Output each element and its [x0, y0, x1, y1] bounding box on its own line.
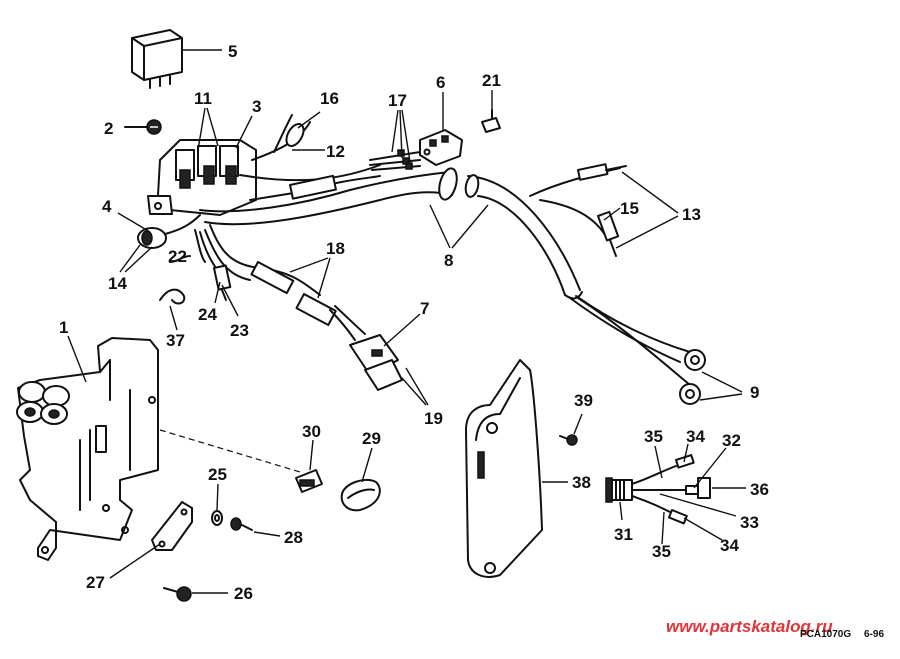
- callout-21: 21: [482, 71, 501, 90]
- callout-11: 11: [194, 89, 212, 108]
- screw-part-26: [163, 586, 192, 602]
- callout-34-bottom: 34: [720, 536, 739, 555]
- fuse-part-30: [295, 469, 323, 493]
- callout-35-bottom: 35: [652, 542, 671, 561]
- callout-28: 28: [284, 528, 303, 547]
- callout-37: 37: [166, 331, 185, 350]
- callout-14: 14: [108, 274, 127, 293]
- callout-5: 5: [228, 42, 237, 61]
- main-cable-part-8: [464, 163, 706, 405]
- callout-32: 32: [722, 431, 741, 450]
- plate-part-27: [151, 501, 193, 551]
- callout-3: 3: [252, 97, 261, 116]
- callout-36: 36: [750, 480, 769, 499]
- sensor-part-4: [137, 214, 201, 249]
- callout-31: 31: [614, 525, 633, 544]
- washer-part-25: [211, 510, 223, 526]
- clip-part-37: [159, 288, 186, 305]
- callout-25: 25: [208, 465, 227, 484]
- callout-35-top: 35: [644, 427, 663, 446]
- callout-6: 6: [436, 73, 445, 92]
- callout-12: 12: [326, 142, 345, 161]
- bracket-part-1: [16, 337, 159, 561]
- callout-34-top: 34: [686, 427, 705, 446]
- callout-18: 18: [326, 239, 345, 258]
- wire-harness: [194, 114, 458, 296]
- callout-24: 24: [198, 305, 217, 324]
- callout-27: 27: [86, 573, 105, 592]
- callout-4: 4: [102, 197, 112, 216]
- fuse-cover-part-29: [340, 478, 381, 512]
- callout-8: 8: [444, 251, 453, 270]
- clip-part-22: [169, 255, 191, 263]
- callout-9: 9: [750, 383, 759, 402]
- connector-part-7: [295, 293, 403, 391]
- cover-plate-part-38: [465, 359, 543, 578]
- callout-2: 2: [104, 119, 113, 138]
- revision-code: 6-96: [864, 629, 884, 640]
- callout-29: 29: [362, 429, 381, 448]
- pigtail-part-31: [605, 454, 711, 525]
- watermark-text: www.partskatalog.ru: [666, 617, 833, 636]
- callout-39: 39: [574, 391, 593, 410]
- callout-13: 13: [682, 205, 701, 224]
- callout-30: 30: [302, 422, 321, 441]
- callout-16: 16: [320, 89, 339, 108]
- drawing-code: PCA1070G: [800, 629, 851, 640]
- callout-15: 15: [620, 199, 639, 218]
- callout-7: 7: [420, 299, 429, 318]
- callout-33: 33: [740, 513, 759, 532]
- callout-26: 26: [234, 584, 253, 603]
- callout-22: 22: [168, 247, 187, 266]
- clip-part-21: [481, 109, 501, 133]
- callout-23: 23: [230, 321, 249, 340]
- terminal-block-assembly: [147, 139, 257, 216]
- screw-part-2: [124, 119, 162, 135]
- callout-19: 19: [424, 409, 443, 428]
- relay-part: [131, 29, 183, 89]
- screw-part-39: [559, 434, 578, 446]
- callout-38: 38: [572, 473, 591, 492]
- callout-1: 1: [59, 318, 68, 337]
- connector-block-part-6: [419, 129, 463, 166]
- callout-17: 17: [388, 91, 407, 110]
- screw-part-28: [230, 517, 253, 531]
